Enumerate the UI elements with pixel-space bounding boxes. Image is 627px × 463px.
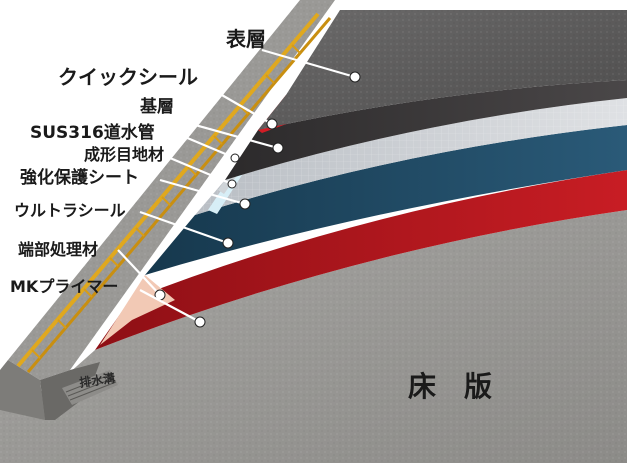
leader-lines <box>117 48 361 328</box>
label-base-layer: 基層 <box>139 96 174 117</box>
surface-layer-texture <box>258 10 627 130</box>
label-surface-layer: 表層 <box>226 27 266 51</box>
label-sus316-drain-pipe: SUS316道水管 <box>30 122 155 143</box>
guardrail <box>16 12 332 373</box>
label-quick-seal: クイックシール <box>58 65 198 89</box>
floor-slab-texture <box>0 210 627 463</box>
label-edge-treatment: 端部処理材 <box>18 240 98 259</box>
label-molded-joint-material: 成形目地材 <box>84 145 164 164</box>
label-reinforcement-sheet: 強化保護シート <box>20 167 139 188</box>
label-floor-slab: 床 版 <box>408 370 492 403</box>
label-ultra-seal: ウルトラシール <box>14 201 126 220</box>
label-drainage-ditch: 排水溝 <box>78 370 116 390</box>
reinforcement-sheet-texture <box>195 98 627 215</box>
curb-top-texture <box>8 0 335 380</box>
ultra-seal-layer <box>145 125 627 275</box>
base-layer <box>225 80 627 180</box>
drainage-ditch-grate <box>62 370 118 405</box>
curb-front <box>0 360 45 420</box>
mk-primer-layer <box>95 170 627 350</box>
label-mk-primer: MKプライマー <box>10 277 118 296</box>
